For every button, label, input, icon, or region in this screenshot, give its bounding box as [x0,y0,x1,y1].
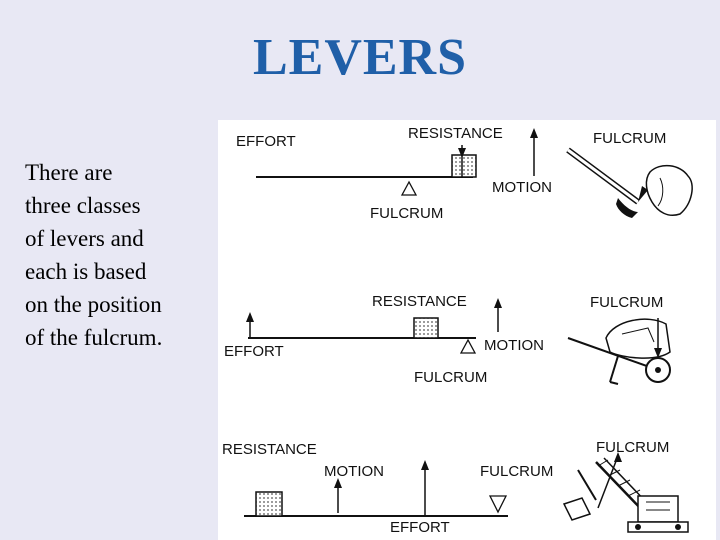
resistance-label: RESISTANCE [222,441,317,458]
resistance-load [413,317,439,339]
motion-label: MOTION [324,463,384,480]
effort-label: EFFORT [224,343,284,360]
body-line: each is based [25,259,147,284]
power-shovel-illustration [562,452,689,533]
resistance-load [255,491,283,517]
lever-diagram: EFFORT RESISTANCE FULCRUM MOTION FULCRUM [222,125,693,536]
body-line: on the position [25,292,162,317]
body-line: of levers and [25,226,144,251]
motion-label: MOTION [484,337,544,354]
lever-class-2: RESISTANCE EFFORT FULCRUM MOTION FULCRUM [224,293,671,386]
effort-label: EFFORT [390,519,450,536]
effort-label: EFFORT [236,133,296,150]
motion-arrow-head [494,298,502,308]
effort-arrow-head [246,312,254,322]
fulcrum-triangle [488,495,508,514]
body-line: three classes [25,193,141,218]
motion-arrow-head [530,128,538,138]
lever-class-1: EFFORT RESISTANCE FULCRUM MOTION FULCRUM [236,125,693,222]
resistance-label: RESISTANCE [372,293,467,310]
fulcrum-label: FULCRUM [414,369,487,386]
wheelbarrow-illustration [567,318,671,385]
fulcrum-triangle [400,180,418,196]
crowbar-rock-illustration [566,147,693,218]
fulcrum-label: FULCRUM [480,463,553,480]
resistance-label: RESISTANCE [408,125,503,142]
body-line: There are [25,160,113,185]
lever-class-3: RESISTANCE MOTION EFFORT FULCRUM FULCRUM [222,439,689,536]
resistance-load [451,154,477,178]
motion-label: MOTION [492,179,552,196]
resistance-arrow-head [458,148,466,158]
body-line: of the fulcrum. [25,325,163,350]
fulcrum-example-label: FULCRUM [596,439,669,456]
lever-classes-figure: EFFORT RESISTANCE FULCRUM MOTION FULCRUM [218,120,716,540]
fulcrum-triangle [459,338,477,354]
slide-title: LEVERS [252,29,468,86]
fulcrum-example-label: FULCRUM [593,130,666,147]
fulcrum-example-label: FULCRUM [590,294,663,311]
motion-arrow-head [334,478,342,488]
effort-arrow-head [421,460,429,470]
fulcrum-label: FULCRUM [370,205,443,222]
body-text: There are three classes of levers and ea… [25,156,215,354]
